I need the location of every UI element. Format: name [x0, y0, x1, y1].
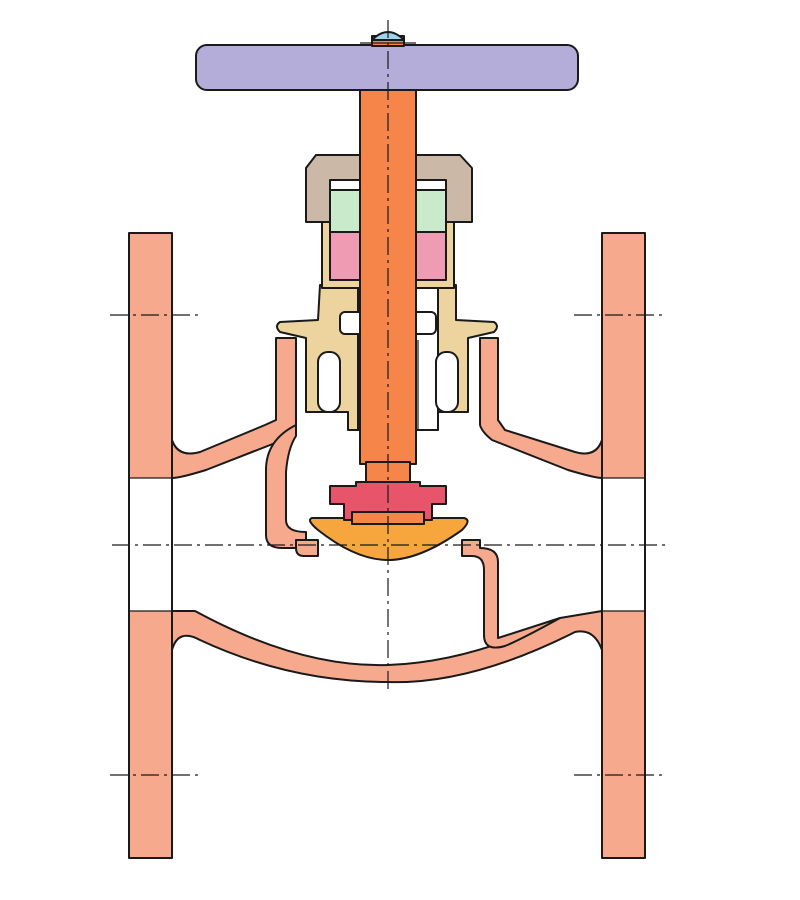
gland-nut	[305, 154, 473, 223]
valve-body	[128, 232, 646, 859]
body-partition-right	[461, 539, 561, 649]
bonnet-window-left	[317, 351, 341, 413]
body-partition-left-lip	[295, 539, 319, 557]
handwheel[interactable]	[195, 44, 579, 91]
body-upper-right-wall	[479, 337, 603, 479]
bonnet-window-right	[435, 351, 459, 413]
centerlines	[110, 20, 668, 776]
body-lower-wall	[171, 610, 603, 684]
